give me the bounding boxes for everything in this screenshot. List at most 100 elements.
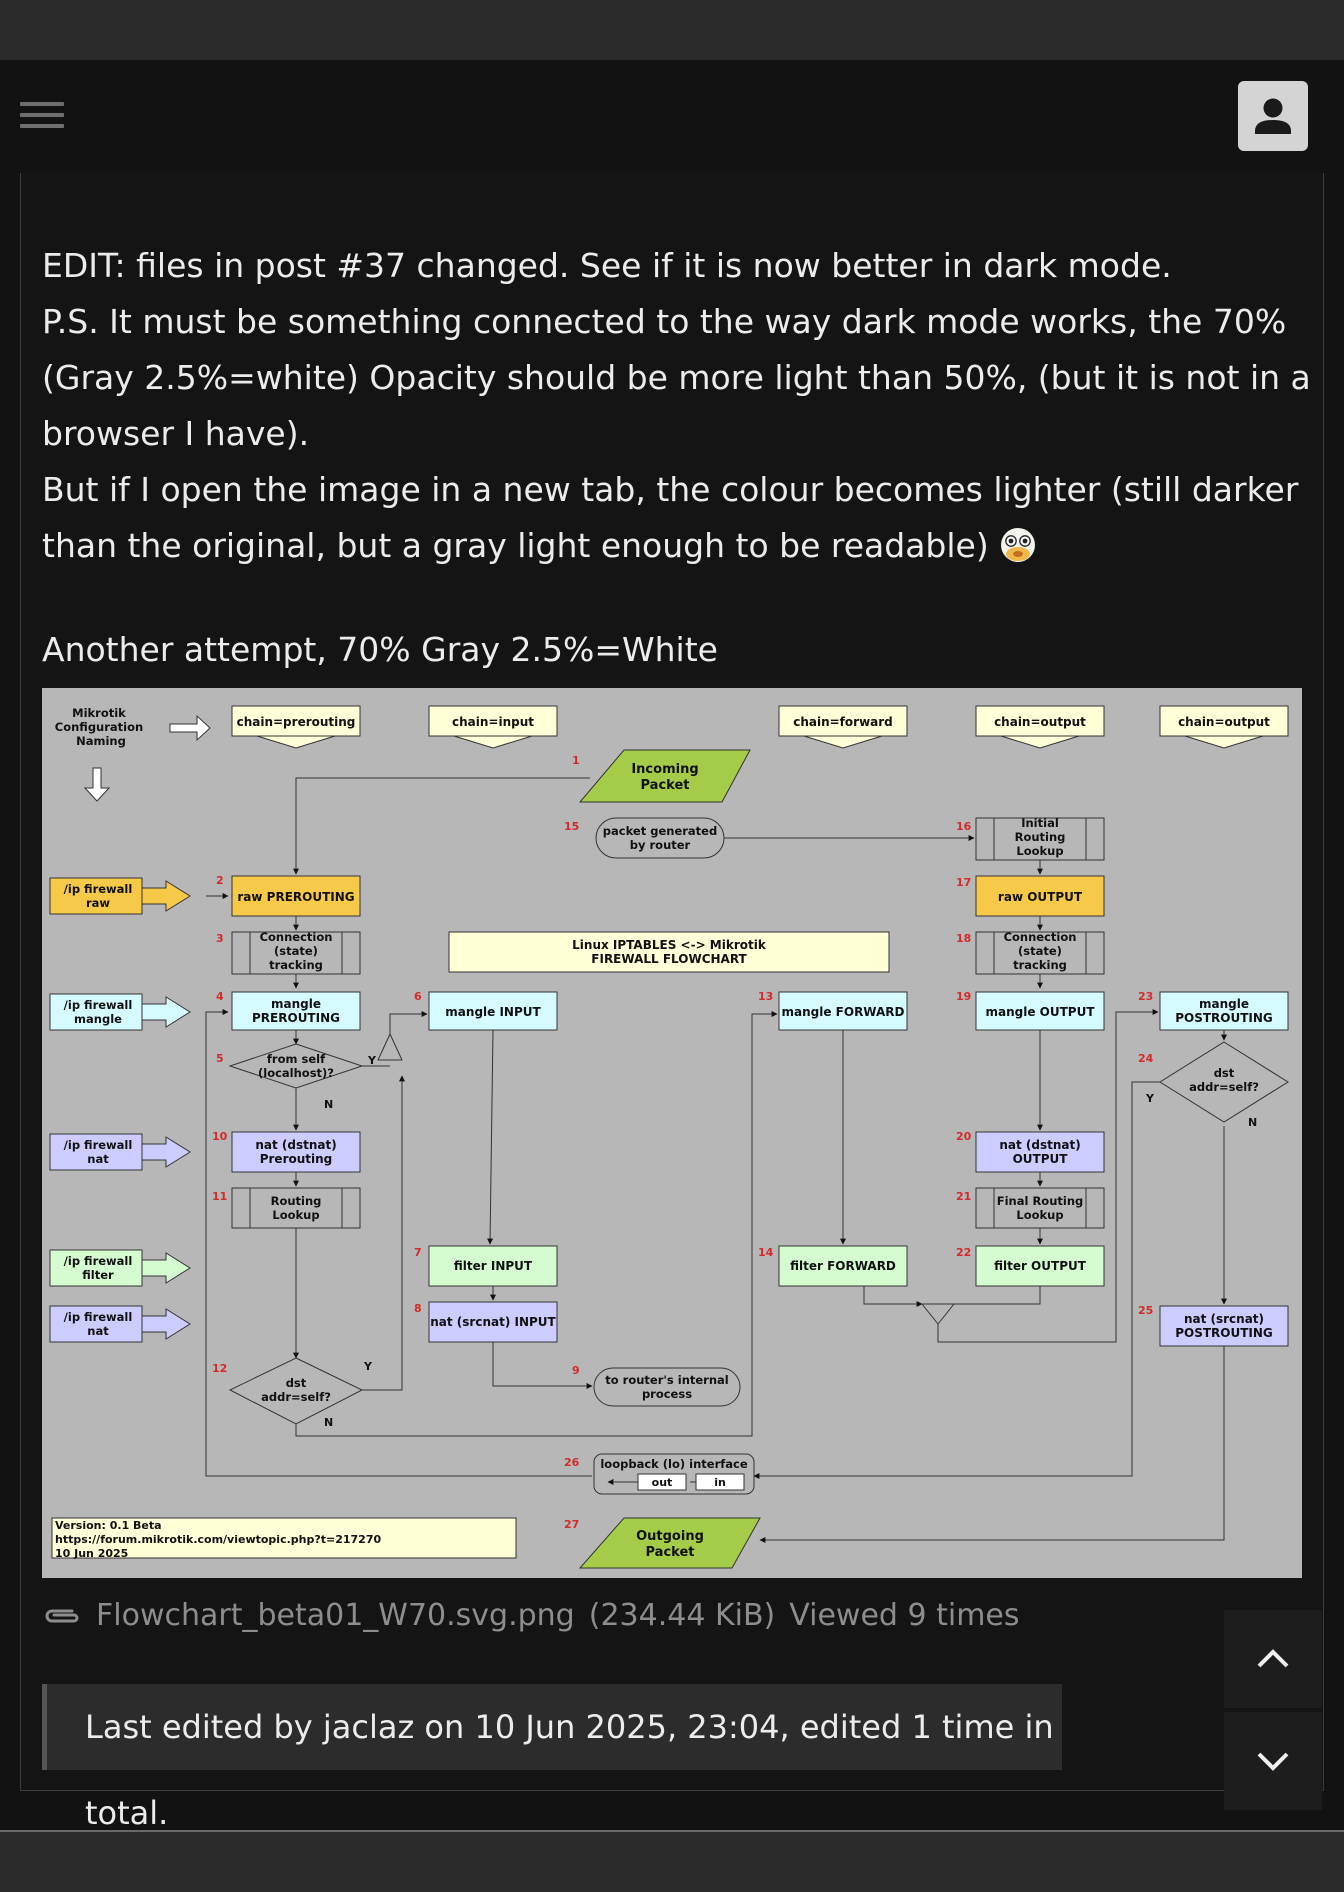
from-self-decision: from self(localhost)?: [228, 1043, 364, 1089]
from-self-yes: Y: [367, 1054, 377, 1067]
nat-srcnat-input-node: nat (srcnat) INPUT: [428, 1301, 558, 1343]
dst-self-post-no: N: [1248, 1116, 1257, 1129]
scroll-up-button[interactable]: [1224, 1610, 1322, 1708]
nat-dstnat-pre-node: nat (dstnat)Prerouting: [231, 1131, 361, 1173]
goofy-emoji-icon: [1001, 528, 1036, 562]
svg-text:4: 4: [216, 990, 224, 1003]
svg-text:10: 10: [212, 1130, 228, 1143]
svg-text:26: 26: [564, 1456, 580, 1469]
naming-title: Mikrotik Configuration Naming: [55, 706, 147, 748]
svg-text:chain=output: chain=output: [994, 715, 1086, 729]
mangle-input-node: mangle INPUT: [428, 991, 558, 1031]
menu-icon[interactable]: [20, 102, 64, 132]
edit-paragraph: EDIT: files in post #37 changed. See if …: [42, 246, 1172, 285]
page-divider: [0, 1830, 1344, 1832]
svg-text:17: 17: [956, 876, 971, 889]
svg-text:mangle OUTPUT: mangle OUTPUT: [985, 1005, 1095, 1019]
nat-srcnat-post-node: nat (srcnat)POSTROUTING: [1159, 1305, 1289, 1347]
svg-text:Connection(state)tracking: Connection(state)tracking: [1004, 930, 1077, 972]
chain-output-post-header: chain=output: [1159, 705, 1289, 749]
svg-text:21: 21: [956, 1190, 971, 1203]
svg-text:Connection(state)tracking: Connection(state)tracking: [260, 930, 333, 972]
from-self-no: N: [324, 1098, 333, 1111]
chevron-down-icon: [1257, 1752, 1289, 1771]
colour-paragraph: But if I open the image in a new tab, th…: [42, 462, 1312, 574]
step-numbers: 1 2 3 4 5 6 7 8 9 10 11 12 13 14 15 16 1…: [212, 754, 1154, 1531]
svg-text:23: 23: [1138, 990, 1153, 1003]
svg-text:19: 19: [956, 990, 971, 1003]
scroll-down-button[interactable]: [1224, 1712, 1322, 1810]
user-account-button[interactable]: [1238, 81, 1308, 151]
svg-text:raw OUTPUT: raw OUTPUT: [998, 890, 1083, 904]
svg-text:chain=prerouting: chain=prerouting: [237, 715, 356, 729]
svg-text:mangle INPUT: mangle INPUT: [445, 1005, 541, 1019]
user-icon: [1255, 98, 1291, 134]
attachment-info: Flowchart_beta01_W70.svg.png (234.44 KiB…: [42, 1598, 1020, 1633]
flowchart-svg: Mikrotik Configuration Naming chain=prer…: [49, 705, 1289, 1569]
svg-text:16: 16: [956, 820, 972, 833]
svg-text:out: out: [652, 1476, 673, 1489]
svg-text:6: 6: [414, 990, 422, 1003]
edit-notice: Last edited by jaclaz on 10 Jun 2025, 23…: [42, 1684, 1062, 1832]
chevron-up-icon: [1257, 1649, 1289, 1668]
attachment-filename-link[interactable]: Flowchart_beta01_W70.svg.png: [96, 1598, 575, 1633]
svg-text:nat (srcnat) INPUT: nat (srcnat) INPUT: [430, 1315, 556, 1329]
arrow-right-icon: [169, 714, 211, 742]
dst-self-pre-no: N: [324, 1416, 333, 1429]
attachment-views: Viewed 9 times: [789, 1598, 1020, 1633]
svg-text:filter OUTPUT: filter OUTPUT: [994, 1259, 1087, 1273]
svg-text:7: 7: [414, 1246, 422, 1259]
filter-input-node: filter INPUT: [428, 1245, 558, 1287]
merge-triangle: [377, 1032, 403, 1061]
svg-text:nat (dstnat)OUTPUT: nat (dstnat)OUTPUT: [999, 1138, 1080, 1166]
post-body: EDIT: files in post #37 changed. See if …: [42, 238, 1312, 574]
svg-text:2: 2: [216, 874, 224, 887]
flowchart-connectors: [205, 777, 1227, 1543]
svg-text:chain=output: chain=output: [1178, 715, 1270, 729]
svg-text:27: 27: [564, 1518, 579, 1531]
filter-output-node: filter OUTPUT: [975, 1245, 1105, 1287]
svg-text:in: in: [714, 1476, 726, 1489]
svg-text:mangle FORWARD: mangle FORWARD: [782, 1005, 905, 1019]
svg-text:filter FORWARD: filter FORWARD: [790, 1259, 896, 1273]
svg-text:14: 14: [758, 1246, 774, 1259]
svg-text:3: 3: [216, 932, 224, 945]
firewall-flowchart-image[interactable]: Mikrotik Configuration Naming chain=prer…: [42, 688, 1302, 1578]
svg-text:15: 15: [564, 820, 579, 833]
chain-forward-header: chain=forward: [778, 705, 908, 749]
another-attempt-text: Another attempt, 70% Gray 2.5%=White: [42, 630, 718, 669]
svg-text:chain=input: chain=input: [452, 715, 534, 729]
mangle-output-node: mangle OUTPUT: [975, 991, 1105, 1031]
svg-text:8: 8: [414, 1302, 422, 1315]
svg-text:from self(localhost)?: from self(localhost)?: [258, 1052, 334, 1080]
svg-text:raw PREROUTING: raw PREROUTING: [237, 890, 354, 904]
arrow-down-icon: [83, 767, 111, 802]
svg-text:22: 22: [956, 1246, 971, 1259]
status-bar: [0, 0, 1344, 60]
dst-self-post-yes: Y: [1145, 1092, 1155, 1105]
